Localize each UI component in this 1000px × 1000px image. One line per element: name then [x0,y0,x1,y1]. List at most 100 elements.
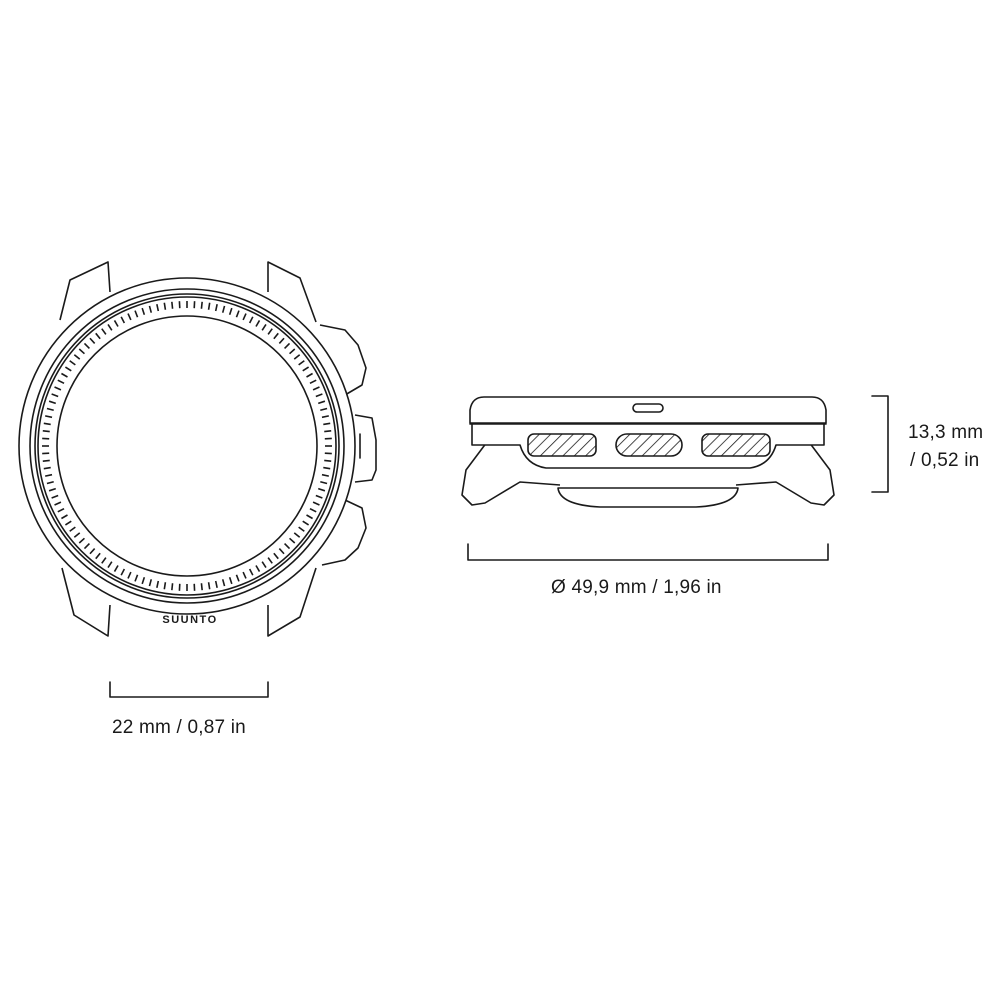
button-bottom[interactable] [321,499,367,566]
bezel-tick [267,557,273,564]
bezel-tick [51,494,59,499]
bezel-tick [43,422,51,426]
width-dimension-line [109,681,269,698]
watch-side-view [461,396,835,508]
button-top[interactable] [319,324,367,396]
bezel-tick [101,328,107,335]
bezel-tick [261,561,267,569]
bezel-tick [148,579,153,587]
bezel-tick [200,301,203,309]
bezel-tick [321,415,329,419]
watch-front-view: SUUNTO [18,261,377,637]
bezel-tick [171,301,174,309]
bezel-tick [46,407,54,412]
bezel-tick [200,583,203,591]
lug-right [735,437,835,506]
bezel-tick [302,366,310,372]
diameter-label: Ø 49,9 mm / 1,96 in [551,577,722,598]
bezel-tick [57,507,65,513]
lug-bottom-right [267,567,317,637]
bezel-tick [221,305,226,313]
bezel-tick [89,548,96,555]
bezel-tick [261,323,267,331]
lug-left [461,437,561,506]
vent-right [701,433,771,457]
bezel-tick [315,393,323,398]
bezel-tick [54,386,62,391]
bezel-tick [298,360,305,366]
bezel-tick [293,354,301,360]
bezel-tick [267,328,273,335]
bezel-tick [107,561,113,569]
bezel-tick [273,552,279,560]
bezel-ring [29,288,345,604]
bezel-tick [127,571,132,579]
brand-logo: SUUNTO [162,614,217,626]
bezel-tick [214,304,218,312]
bezel-tick [64,366,72,372]
button-middle[interactable] [354,414,377,483]
height-label-in: / 0,52 in [910,450,980,471]
bezel-tick [255,565,261,572]
bezel-tick [171,583,174,591]
bezel-tick [255,320,261,327]
bezel-tick [95,332,101,340]
bezel-tick [73,532,81,538]
bezel-tick [101,557,107,564]
sensor-slot [632,403,664,413]
bezel-tick [284,342,291,349]
bezel-tick [141,576,146,585]
bezel-tick [306,372,313,378]
height-dimension-line [871,395,889,493]
bezel-tick [324,459,332,462]
caseback [557,487,739,508]
bezel-tick [312,501,320,506]
bezel-tick [221,579,226,587]
bezel-tick [148,305,153,313]
diameter-dimension-line [467,543,829,561]
bezel-tick [120,568,126,576]
bezel-tick [134,574,139,582]
bezel-tick [302,520,310,526]
bezel-tick [317,400,326,405]
bezel-inner-ring [34,293,340,599]
bezel-tick [107,323,113,331]
bezel-tick [248,316,254,324]
bezel-tick [323,466,331,470]
bezel-tick [78,348,85,355]
lug-top-left [59,261,111,321]
bezel-tick [207,302,211,310]
bezel-tick [83,342,90,349]
bezel-tick [309,507,317,513]
bezel-tick [42,459,50,462]
bezel-tick [73,354,81,360]
bezel-tick [69,526,76,532]
bezel-tick [134,310,139,318]
bezel-tick [113,320,119,327]
bezel-tick [293,532,301,538]
bezel-tick [120,316,126,324]
bezel-tick [43,466,51,470]
bezel-tick [163,302,167,310]
bezel-tick [235,574,240,582]
bezel-tick [315,494,323,499]
bezel-tick [278,548,285,555]
display [56,315,318,577]
lug-top-right [267,261,317,323]
bezel-tick [163,582,167,590]
lug-bottom-left [61,567,111,637]
bezel-tick [248,568,254,576]
bezel-tick [89,337,96,344]
bezel-tick [61,372,68,378]
bezel-tick [309,379,317,385]
bezel-tick [228,307,233,316]
bezel-tick [113,565,119,572]
bezel-tick [321,473,329,477]
bezel-tick [317,487,326,492]
bezel-tick [228,576,233,585]
bezel-tick [320,407,328,412]
bezel-tick [69,360,76,366]
bezel-tick [78,537,85,544]
bezel-tick [54,501,62,506]
